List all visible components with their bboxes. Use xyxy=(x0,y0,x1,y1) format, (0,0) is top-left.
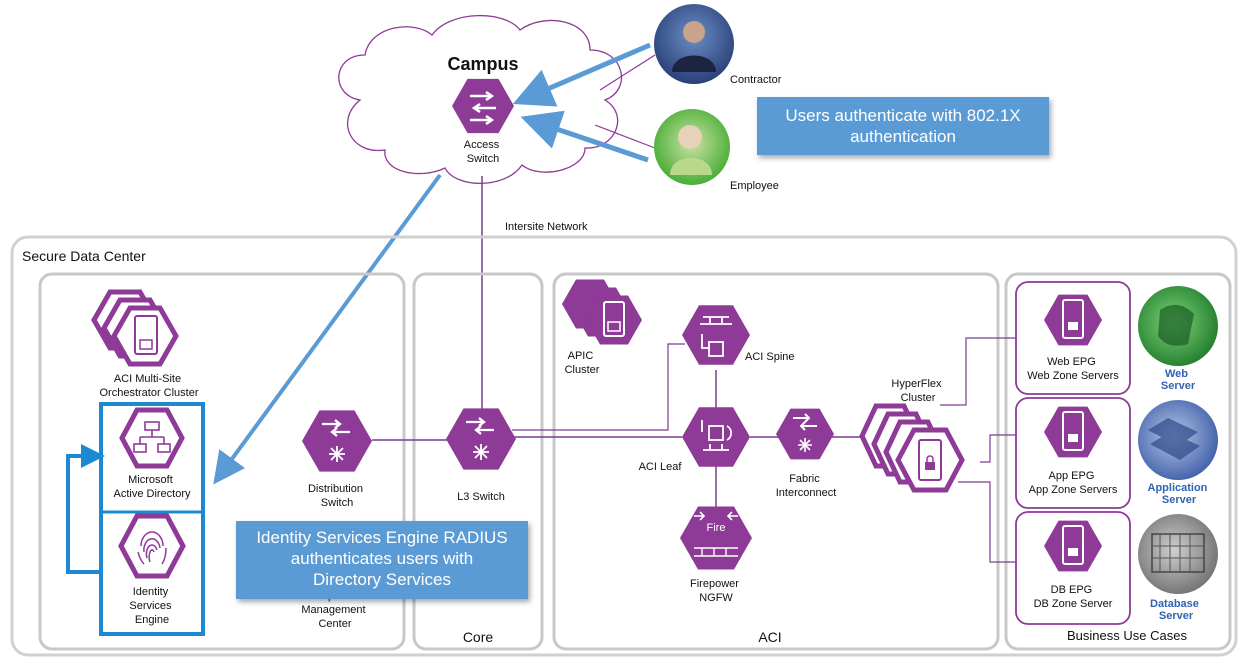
aci-spine-icon[interactable] xyxy=(682,305,750,365)
fabric-interconnect-icon[interactable] xyxy=(776,408,834,460)
msoc-cluster-icon[interactable] xyxy=(91,289,179,367)
ad-ise-highlight-box xyxy=(99,402,205,636)
business-title: Business Use Cases xyxy=(1067,628,1187,643)
users-auth-callout: Users authenticate with 802.1X authentic… xyxy=(757,97,1049,155)
core-to-spine-link xyxy=(512,343,685,431)
core-title: Core xyxy=(463,629,494,645)
firepower-ngfw-label: Firepower NGFW xyxy=(690,578,742,604)
ise-label: Identity Services Engine xyxy=(129,586,174,626)
intersite-network-label: Intersite Network xyxy=(505,221,588,233)
db-epg-box[interactable] xyxy=(1015,511,1131,625)
app-epg-label: App EPG App Zone Servers xyxy=(1029,470,1118,496)
application-server-label: Application Server xyxy=(1148,482,1211,506)
contractor-auth-arrow xyxy=(512,42,651,107)
ise-auth-callout: Identity Services Engine RADIUS authenti… xyxy=(236,521,528,599)
hyperflex-to-web-link xyxy=(940,337,1016,406)
aci-spine-label: ACI Spine xyxy=(745,351,795,363)
ise-auth-callout-line3: Directory Services xyxy=(313,570,451,589)
identity-services-engine-icon[interactable] xyxy=(118,513,186,579)
web-epg-label: Web EPG Web Zone Servers xyxy=(1027,356,1119,382)
employee-avatar xyxy=(654,109,730,185)
web-server-photo xyxy=(1138,286,1218,366)
users-auth-callout-line2: authentication xyxy=(850,127,956,146)
web-epg-icon xyxy=(1044,294,1102,346)
access-switch-icon[interactable] xyxy=(452,78,514,134)
core-panel xyxy=(412,272,544,651)
apic-cluster-icon[interactable] xyxy=(562,279,642,345)
aci-leaf-label: ACI Leaf xyxy=(639,461,683,473)
db-epg-icon xyxy=(1044,520,1102,572)
hyperflex-cluster-icon[interactable] xyxy=(859,403,965,493)
application-server-photo xyxy=(1138,400,1218,480)
aci-panel xyxy=(552,272,1000,651)
ise-to-ad-loop-arrow xyxy=(66,444,105,574)
database-server-photo xyxy=(1138,514,1218,594)
apic-label: APIC Cluster xyxy=(565,350,600,376)
distribution-switch-icon[interactable] xyxy=(302,410,372,472)
l3-switch-icon[interactable] xyxy=(446,408,516,470)
firepower-ngfw-icon[interactable]: Fire xyxy=(680,506,752,570)
employee-label: Employee xyxy=(730,180,779,192)
web-epg-box[interactable] xyxy=(1015,281,1131,395)
access-switch-label: Access Switch xyxy=(464,139,503,165)
web-server-label: Web Server xyxy=(1161,368,1196,392)
aci-title: ACI xyxy=(758,629,781,645)
distribution-switch-label: Distribution Switch xyxy=(308,483,366,509)
fire-text: Fire xyxy=(707,522,726,534)
ise-auth-callout-line1: Identity Services Engine RADIUS xyxy=(256,528,508,547)
secure-data-center-box xyxy=(10,235,1238,657)
employee-link xyxy=(594,124,656,149)
campus-to-ad-arrow xyxy=(213,173,442,485)
database-server-label: Database Server xyxy=(1150,598,1202,622)
campus-title: Campus xyxy=(447,54,518,74)
hyperflex-to-app-link xyxy=(980,434,1016,463)
hyperflex-to-db-link xyxy=(958,481,1016,563)
secure-data-center-title: Secure Data Center xyxy=(22,248,146,264)
business-panel xyxy=(1004,272,1232,651)
ise-auth-callout-line2: authenticates users with xyxy=(290,549,474,568)
contractor-label: Contractor xyxy=(730,74,782,86)
contractor-link xyxy=(599,54,656,91)
msoc-label: ACI Multi-Site Orchestrator Cluster xyxy=(99,373,198,399)
app-epg-box[interactable] xyxy=(1015,397,1131,509)
contractor-avatar xyxy=(654,4,734,84)
db-epg-label: DB EPG DB Zone Server xyxy=(1034,584,1113,610)
users-auth-callout-line1: Users authenticate with 802.1X xyxy=(785,106,1021,125)
fabric-interconnect-label: Fabric Interconnect xyxy=(776,473,837,499)
active-directory-icon[interactable] xyxy=(119,407,185,469)
ad-label: Microsoft Active Directory xyxy=(113,474,191,500)
aci-leaf-icon[interactable] xyxy=(682,407,750,467)
app-epg-icon xyxy=(1044,406,1102,458)
left-panel xyxy=(38,272,406,651)
hyperflex-label: HyperFlex Cluster xyxy=(891,378,944,404)
employee-auth-arrow xyxy=(520,110,649,163)
l3-switch-label: L3 Switch xyxy=(457,491,505,503)
